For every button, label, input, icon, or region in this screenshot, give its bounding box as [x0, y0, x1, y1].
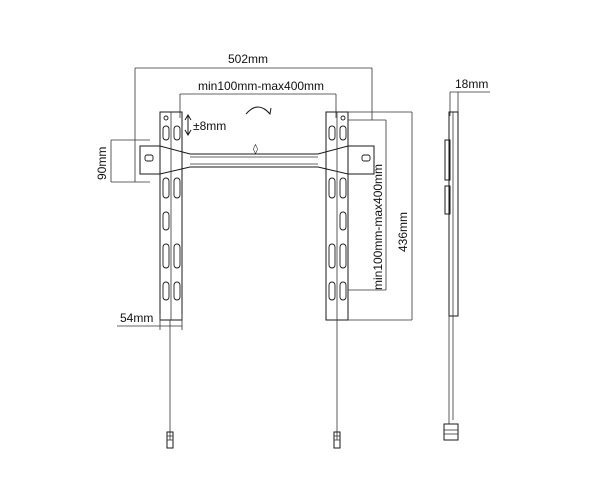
arm-width-label: 54mm [120, 311, 153, 325]
arm-width-dimension: 54mm [117, 311, 183, 330]
side-profile-view: 18mm [443, 77, 490, 441]
vesa-horizontal-dimension: min100mm-max400mm [179, 79, 337, 118]
overall-width-label: 502mm [228, 52, 268, 66]
bar-height-dimension: 90mm [95, 139, 150, 183]
arm-height-label: 436mm [396, 212, 410, 252]
vesa-horizontal-label: min100mm-max400mm [198, 79, 324, 93]
right-arm [325, 111, 349, 449]
left-arm [159, 111, 183, 449]
overall-width-dimension: 502mm [134, 52, 373, 182]
profile-depth-label: 18mm [455, 77, 488, 91]
arm-height-dimension: 436mm [348, 111, 413, 321]
level-indicator-icon: ◊ [253, 143, 258, 155]
vertical-adjust-indicator: ±8mm [184, 114, 226, 136]
vesa-vertical-dimension: min100mm-max400mm [348, 119, 387, 291]
vesa-vertical-label: min100mm-max400mm [371, 164, 385, 290]
wall-plate-bar: ◊ [139, 143, 375, 175]
vertical-adjust-label: ±8mm [193, 119, 226, 133]
bar-height-label: 90mm [95, 147, 109, 180]
